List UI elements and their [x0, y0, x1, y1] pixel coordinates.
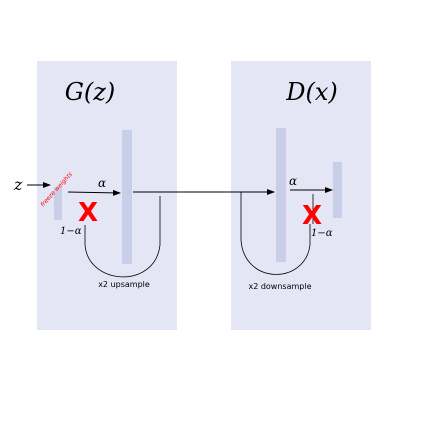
discriminator-one-minus-alpha-label: 1−α: [311, 228, 333, 239]
discriminator-output-layer: [333, 162, 342, 218]
discriminator-caption: x2 downsample: [248, 282, 311, 291]
generator-title: G(z): [65, 78, 116, 106]
discriminator-title: D(x): [285, 78, 338, 106]
discriminator-cross-icon: X: [302, 201, 322, 231]
discriminator-input-layer: [276, 128, 286, 262]
generator-alpha-arrow: [67, 189, 121, 196]
generator-output-layer: [122, 130, 132, 264]
generator-caption: x2 upsample: [98, 280, 150, 289]
discriminator-downsample-path: [240, 192, 311, 275]
generator-input-label: z: [13, 175, 23, 194]
generator-alpha-label: α: [98, 176, 106, 190]
generator-cross-icon: X: [78, 198, 98, 228]
generator-upsample-path: [84, 196, 161, 278]
generator-one-minus-alpha-label: 1−α: [60, 226, 82, 237]
generator-input-layer: [54, 187, 62, 220]
discriminator-panel: [231, 61, 371, 330]
discriminator-alpha-label: α: [289, 174, 297, 188]
